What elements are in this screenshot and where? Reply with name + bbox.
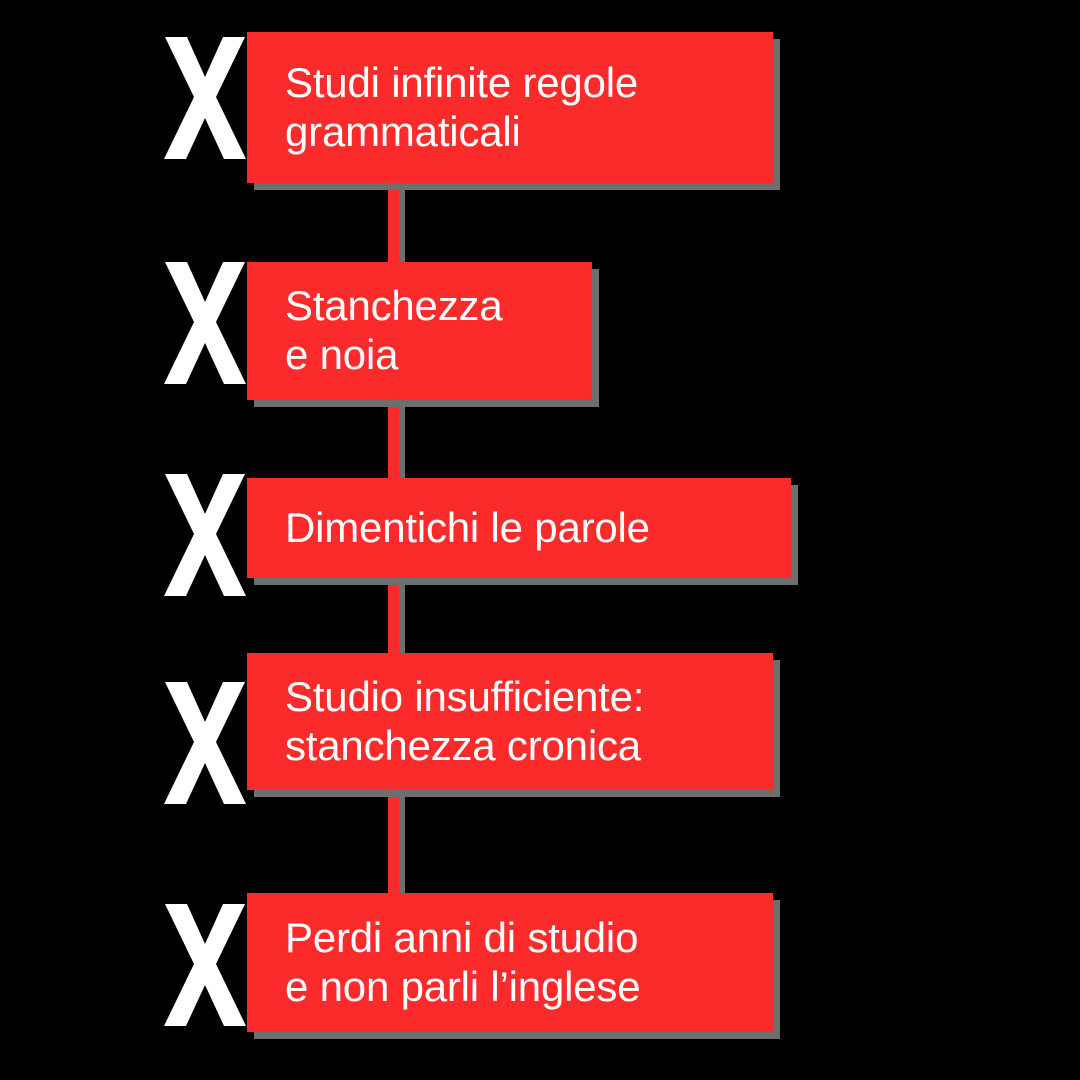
x-cross-icon bbox=[155, 258, 250, 388]
step-text-line: e non parli l’inglese bbox=[285, 962, 641, 1010]
step-text-line: e noia bbox=[285, 331, 399, 378]
step-box-4[interactable]: Studio insufficiente: stanchezza cronica bbox=[247, 653, 773, 790]
connector-1-2 bbox=[388, 183, 399, 262]
step-text-line: Studi infinite regole bbox=[285, 58, 639, 106]
step-text-line: grammaticali bbox=[285, 107, 521, 155]
x-cross-icon bbox=[155, 470, 250, 600]
x-cross-icon bbox=[155, 678, 250, 808]
step-box-1[interactable]: Studi infinite regole grammaticali bbox=[247, 32, 773, 183]
x-cross-icon bbox=[155, 33, 250, 163]
connector-3-4 bbox=[388, 578, 399, 653]
step-text-line: stanchezza cronica bbox=[285, 721, 641, 769]
connector-4-5 bbox=[388, 790, 399, 893]
step-text-line: Dimentichi le parole bbox=[285, 503, 650, 551]
step-box-5[interactable]: Perdi anni di studio e non parli l’ingle… bbox=[247, 893, 773, 1032]
connector-2-3 bbox=[388, 400, 399, 478]
x-cross-icon bbox=[155, 900, 250, 1030]
step-text-line: Stanchezza bbox=[285, 282, 503, 330]
step-text-line: Studio insufficiente: bbox=[285, 672, 645, 720]
step-box-3[interactable]: Dimentichi le parole bbox=[247, 478, 791, 578]
step-text-line: Perdi anni di studio bbox=[285, 913, 639, 961]
step-box-2[interactable]: Stanchezza e noia bbox=[247, 262, 592, 400]
